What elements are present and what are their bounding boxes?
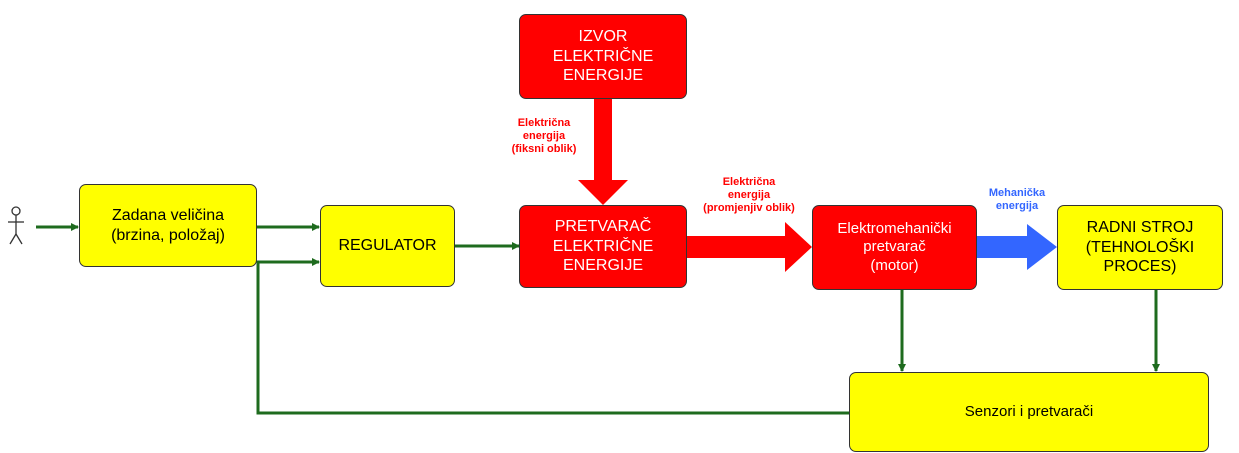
variable-energy-label: Električna energija (promjenjiv oblik) [703, 176, 795, 215]
energy-converter-block: PRETVARAČ ELEKTRIČNE ENERGIJE [519, 205, 687, 288]
source-to-converter-arrow [578, 99, 628, 205]
motor-block: Elektromehanički pretvarač (motor) [812, 205, 977, 290]
motor-to-machine-arrow [977, 224, 1057, 270]
energy-source-block: IZVOR ELEKTRIČNE ENERGIJE [519, 14, 687, 99]
working-machine-block: RADNI STROJ (TEHNOLOŠKI PROCES) [1057, 205, 1223, 290]
regulator-block: REGULATOR [320, 205, 455, 287]
fixed-energy-label: Električna energija (fiksni oblik) [511, 117, 577, 156]
setpoint-block: Zadana veličina (brzina, položaj) [79, 184, 257, 267]
feedback-path-arrow [256, 258, 849, 415]
mechanical-energy-label: Mehanička energija [988, 187, 1046, 213]
converter-to-motor-arrow [687, 222, 812, 272]
person-icon [8, 206, 24, 245]
sensors-block: Senzori i pretvarači [849, 372, 1209, 452]
